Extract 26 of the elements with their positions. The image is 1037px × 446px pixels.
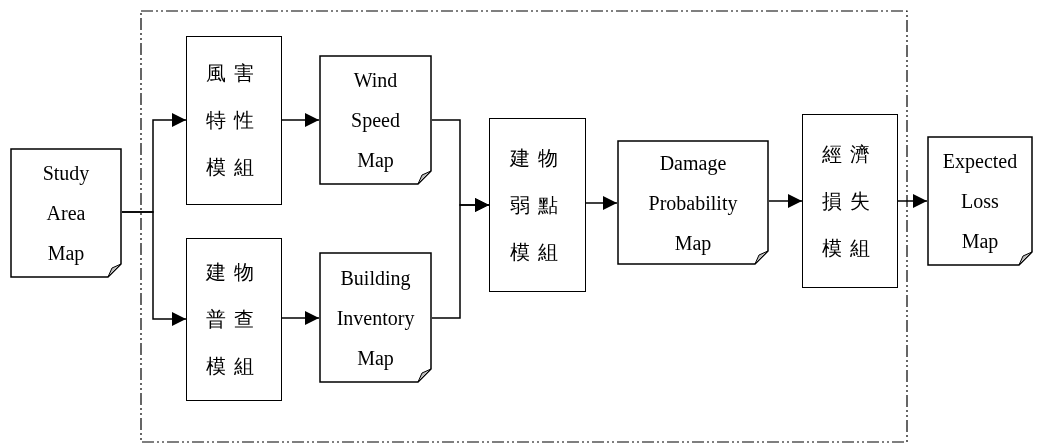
arrow (281, 311, 320, 325)
node-text: 風害特性模組 (205, 61, 263, 180)
node-text: Damage Probability Map (648, 150, 738, 257)
arrow (897, 194, 928, 208)
arrow (281, 113, 320, 127)
process-box (186, 36, 282, 205)
arrow (431, 198, 490, 319)
node-text: Expected Loss Map (942, 149, 1018, 255)
boundary-frame (140, 10, 908, 443)
node-text: Building Inventory Map (336, 265, 415, 372)
process-box (802, 114, 898, 288)
document-shape (319, 252, 432, 383)
arrow (121, 211, 187, 326)
document-shape (319, 55, 432, 185)
document-shape (617, 140, 769, 265)
document-shape (10, 148, 122, 278)
node-text: 建物普查模組 (205, 260, 263, 379)
document-shape (927, 136, 1033, 266)
process-box (186, 238, 282, 401)
process-box (489, 118, 586, 292)
arrow (768, 194, 803, 208)
node-text: Study Area Map (42, 161, 90, 267)
arrow (585, 196, 618, 210)
node-text: Wind Speed Map (351, 68, 400, 174)
node-text: 建物弱點模組 (508, 145, 567, 265)
node-text: 經濟損失模組 (821, 141, 879, 261)
